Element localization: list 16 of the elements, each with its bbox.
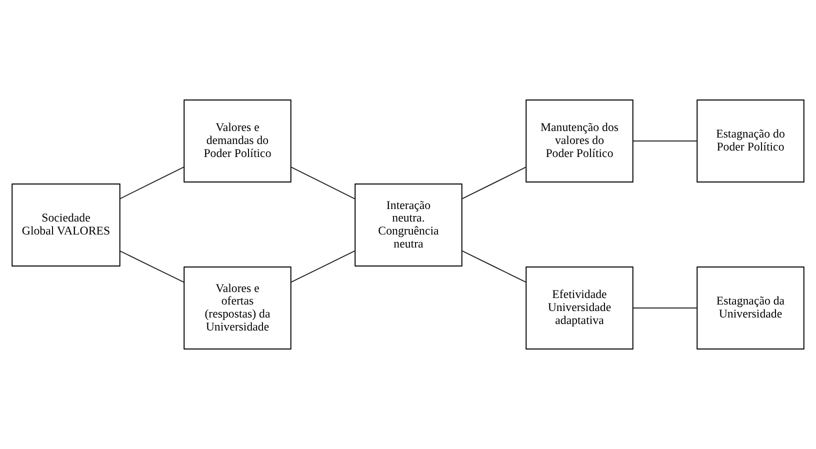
node-box: Efetividade Universidade adaptativa (526, 266, 634, 350)
node-box: Manutenção dos valores do Poder Político (526, 99, 634, 182)
connector (290, 166, 356, 200)
node-box: Valores e ofertas (respostas) da Universidade (184, 266, 292, 350)
connector (462, 166, 526, 200)
connector (632, 308, 698, 309)
node-box: Interação neutra. Congruência neutra (354, 183, 462, 266)
connector (120, 166, 185, 200)
node-box: Estagnação da Universidade (696, 266, 804, 350)
connector (120, 250, 185, 283)
connector (290, 250, 356, 283)
node-box: Estagnação do Poder Político (696, 99, 804, 182)
node-box: Sociedade Global VALORES (12, 183, 120, 266)
connector (632, 140, 698, 142)
connector (462, 250, 526, 283)
node-box: Valores e demandas do Poder Político (184, 99, 292, 182)
